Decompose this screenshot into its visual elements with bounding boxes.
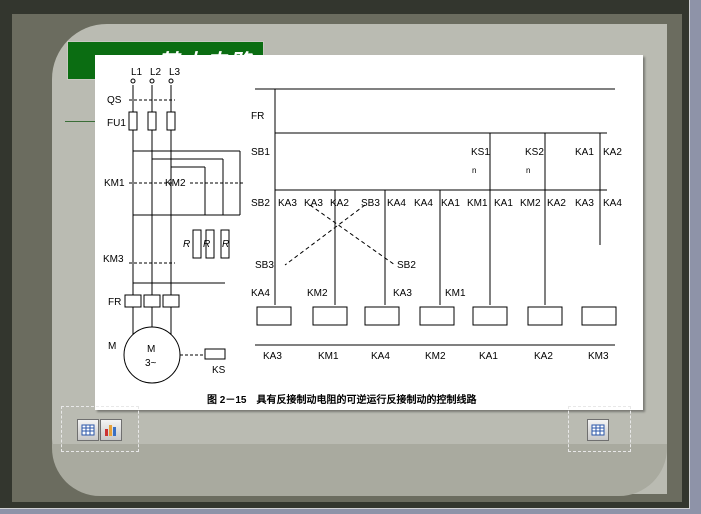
label-km2: KM2 xyxy=(165,178,186,189)
control-labels: FR SB1 SB2 SB3 KA4 KA3 KA3 KA2 SB3 KA4 K… xyxy=(251,111,622,362)
contact-label-7: KA1 xyxy=(441,198,460,209)
slide-bottom-band xyxy=(52,444,667,496)
contact-label-1: KA3 xyxy=(278,198,297,209)
table-icon[interactable] xyxy=(77,419,99,441)
top-contact-ka1: KA1 xyxy=(575,147,594,158)
coil-row xyxy=(256,306,617,326)
table-icon[interactable] xyxy=(587,419,609,441)
contact-label-13: KA4 xyxy=(603,198,622,209)
figure-caption: 图 2－15 具有反接制动电阻的可逆运行反接制动的控制线路 xyxy=(207,393,477,406)
contact-label-5: KA4 xyxy=(387,198,406,209)
main-circuit xyxy=(123,78,245,384)
label-motor: M xyxy=(108,341,116,352)
coil-label-2: KM1 xyxy=(318,351,339,362)
top-contact-ks2: KS2 xyxy=(525,147,544,158)
resistor-label-1: R xyxy=(183,239,190,250)
contact-label-2: KA3 xyxy=(304,198,323,209)
contact-label-11: KA2 xyxy=(547,198,566,209)
coil-label-3: KA4 xyxy=(371,351,390,362)
label-qs: QS xyxy=(107,95,122,106)
label-sb2-right: SB2 xyxy=(397,260,416,271)
top-contact-ka2: KA2 xyxy=(603,147,622,158)
contact-label-3: KA2 xyxy=(330,198,349,209)
title-underline xyxy=(65,121,110,122)
coil-label-1: KA3 xyxy=(263,351,282,362)
main-circuit-labels: L1 L2 L3 QS FU1 KM1 KM2 KM3 FR M M 3~ KS… xyxy=(103,67,229,376)
lower-contact-ka3: KA3 xyxy=(393,288,412,299)
label-sb2-left: SB2 xyxy=(251,198,270,209)
phase-label-l2: L2 xyxy=(150,67,162,78)
phase-label-l1: L1 xyxy=(131,67,143,78)
label-km1: KM1 xyxy=(104,178,125,189)
left-nav-group xyxy=(61,406,139,452)
speed-symbol-1: n xyxy=(472,166,476,175)
right-nav-group xyxy=(568,406,631,452)
circuit-figure: L1 L2 L3 QS FU1 KM1 KM2 KM3 FR M M 3~ KS… xyxy=(95,55,643,410)
contact-label-4: SB3 xyxy=(361,198,380,209)
label-sb1: SB1 xyxy=(251,147,270,158)
label-sb3-left: SB3 xyxy=(255,260,274,271)
label-fr-control: FR xyxy=(251,111,264,122)
lower-contact-km1: KM1 xyxy=(445,288,466,299)
resistor-label-2: R xyxy=(203,239,210,250)
resistor-label-3: R xyxy=(222,239,229,250)
speed-symbol-2: n xyxy=(526,166,530,175)
label-ks: KS xyxy=(212,365,226,376)
phase-label-l3: L3 xyxy=(169,67,181,78)
contact-label-10: KM2 xyxy=(520,198,541,209)
control-circuit xyxy=(255,88,615,346)
label-ka4-left: KA4 xyxy=(251,288,270,299)
lower-contact-km2: KM2 xyxy=(307,288,328,299)
motor-rating: 3~ xyxy=(145,358,157,369)
contact-label-6: KA4 xyxy=(414,198,433,209)
contact-label-12: KA3 xyxy=(575,198,594,209)
coil-label-4: KM2 xyxy=(425,351,446,362)
coil-label-7: KM3 xyxy=(588,351,609,362)
label-fu1: FU1 xyxy=(107,118,126,129)
contact-label-9: KA1 xyxy=(494,198,513,209)
motor-symbol: M xyxy=(147,344,155,355)
top-contact-ks1: KS1 xyxy=(471,147,490,158)
label-fr-main: FR xyxy=(108,297,121,308)
coil-label-5: KA1 xyxy=(479,351,498,362)
label-km3: KM3 xyxy=(103,254,124,265)
chart-icon[interactable] xyxy=(100,419,122,441)
coil-label-6: KA2 xyxy=(534,351,553,362)
contact-label-8: KM1 xyxy=(467,198,488,209)
